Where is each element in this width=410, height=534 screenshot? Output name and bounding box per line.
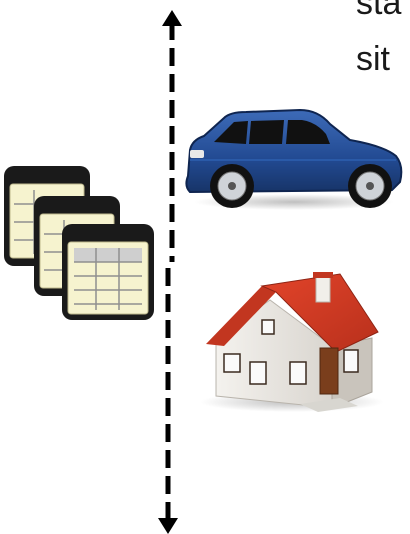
- axis-arrow-down-icon: [158, 518, 178, 534]
- spreadsheet-stack-icon: [4, 166, 154, 320]
- car-icon: [186, 110, 401, 210]
- vertical-dashed-axis: [158, 10, 182, 534]
- text-line-1: sta: [356, 0, 401, 20]
- house-icon: [200, 272, 384, 412]
- text-line-2: sit: [356, 42, 390, 76]
